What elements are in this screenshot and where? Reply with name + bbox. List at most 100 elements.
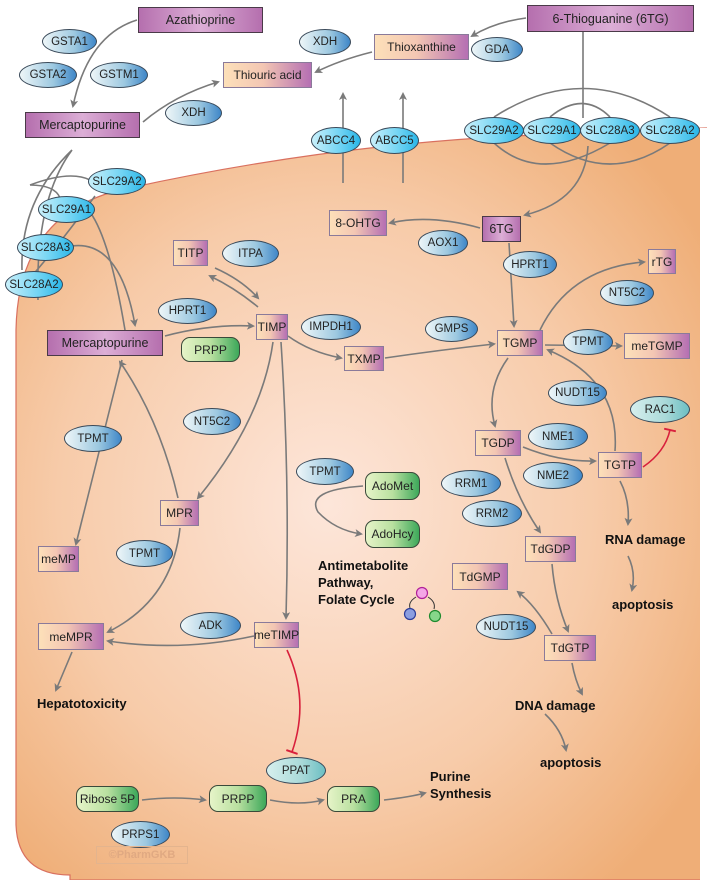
edge-6tg-8ohtg bbox=[388, 217, 481, 229]
transporter-slc28a2-left[interactable]: SLC28A2 bbox=[5, 271, 63, 298]
enzyme-ppat[interactable]: PPAT bbox=[266, 757, 326, 784]
drug-mercaptopurine-intracellular[interactable]: Mercaptopurine bbox=[47, 330, 163, 356]
metabolite-tdgdp[interactable]: TdGDP bbox=[525, 536, 576, 562]
enzyme-rrm1[interactable]: RRM1 bbox=[441, 470, 501, 497]
enzyme-nudt15-lower[interactable]: NUDT15 bbox=[476, 614, 536, 640]
enzyme-gda[interactable]: GDA bbox=[471, 37, 523, 62]
enzyme-gstm1[interactable]: GSTM1 bbox=[90, 62, 148, 88]
enzyme-impdh1[interactable]: IMPDH1 bbox=[301, 314, 361, 340]
metabolite-tgmp[interactable]: TGMP bbox=[497, 330, 543, 356]
metabolite-timp[interactable]: TIMP bbox=[256, 314, 288, 340]
edge-mp-timp bbox=[164, 321, 255, 337]
enzyme-nt5c2-left[interactable]: NT5C2 bbox=[183, 408, 241, 435]
label-apoptosis-dna: apoptosis bbox=[540, 755, 602, 770]
enzyme-rrm2[interactable]: RRM2 bbox=[462, 500, 522, 527]
pharmgkb-watermark: ©PharmGKB bbox=[96, 846, 188, 864]
inhibition-tgtp-rac1 bbox=[642, 427, 677, 468]
molecule-ribose-5p[interactable]: Ribose 5P bbox=[76, 786, 139, 812]
metabolite-thiouric-acid[interactable]: Thiouric acid bbox=[223, 62, 312, 88]
edge-transport-mp bbox=[71, 244, 138, 327]
edge-ribose-prpp bbox=[141, 795, 207, 804]
edge-tgmp-tgdp bbox=[489, 357, 509, 428]
metabolite-tdgmp[interactable]: TdGMP bbox=[452, 563, 508, 590]
edge-timp-txmp bbox=[287, 335, 343, 361]
drug-mercaptopurine-extracellular[interactable]: Mercaptopurine bbox=[25, 112, 140, 138]
enzyme-gmps[interactable]: GMPS bbox=[425, 316, 478, 342]
edge-adomet-adohcy bbox=[314, 485, 364, 538]
enzyme-nme1[interactable]: NME1 bbox=[528, 423, 588, 450]
metabolite-mempr[interactable]: meMPR bbox=[38, 623, 104, 650]
transporter-slc29a1-left[interactable]: SLC29A1 bbox=[38, 196, 95, 223]
folate-cycle-icon bbox=[403, 586, 442, 623]
edge-mpr-mp bbox=[118, 360, 179, 499]
metabolite-8-ohtg[interactable]: 8-OHTG bbox=[329, 210, 387, 236]
enzyme-tpmt-left[interactable]: TPMT bbox=[64, 425, 122, 452]
enzyme-xdh-top[interactable]: XDH bbox=[299, 29, 351, 55]
enzyme-itpa[interactable]: ITPA bbox=[222, 240, 279, 267]
edge-mempr-hepatotoxicity bbox=[54, 651, 73, 692]
label-line-3: Folate Cycle bbox=[318, 592, 395, 607]
edge-tgdp-tgtp bbox=[522, 446, 597, 466]
transporter-slc28a3-top[interactable]: SLC28A3 bbox=[580, 117, 640, 144]
enzyme-tpmt-lower[interactable]: TPMT bbox=[116, 540, 173, 567]
metabolite-mpr[interactable]: MPR bbox=[160, 500, 199, 526]
enzyme-nme2[interactable]: NME2 bbox=[523, 462, 583, 489]
inhibition-metimp-ppat bbox=[286, 649, 301, 755]
transporter-slc29a2-left[interactable]: SLC29A2 bbox=[88, 168, 146, 195]
transporter-abcc5[interactable]: ABCC5 bbox=[370, 127, 419, 154]
enzyme-nt5c2-right[interactable]: NT5C2 bbox=[600, 280, 654, 306]
drug-azathioprine[interactable]: Azathioprine bbox=[138, 7, 263, 33]
label-line-2: Pathway, bbox=[318, 575, 374, 590]
metabolite-metgmp[interactable]: meTGMP bbox=[624, 333, 690, 359]
enzyme-prps1[interactable]: PRPS1 bbox=[111, 821, 170, 848]
enzyme-tpmt-right[interactable]: TPMT bbox=[563, 329, 613, 355]
transporter-slc28a2-top[interactable]: SLC28A2 bbox=[640, 117, 700, 144]
metabolite-memp[interactable]: meMP bbox=[38, 546, 79, 572]
label-rna-damage: RNA damage bbox=[605, 532, 686, 547]
protein-rac1[interactable]: RAC1 bbox=[630, 396, 690, 423]
enzyme-hprt1-left[interactable]: HPRT1 bbox=[158, 298, 217, 324]
molecule-prpp-lower[interactable]: PRPP bbox=[209, 785, 267, 812]
edge-tdgdp-tdgtp bbox=[551, 563, 570, 633]
edge-prpp-pra bbox=[269, 797, 325, 806]
transporter-slc29a2-top[interactable]: SLC29A2 bbox=[464, 117, 524, 144]
label-hepatotoxicity: Hepatotoxicity bbox=[37, 696, 127, 711]
enzyme-adk[interactable]: ADK bbox=[180, 612, 241, 639]
enzyme-gsta2[interactable]: GSTA2 bbox=[19, 62, 77, 88]
metabolite-rtg[interactable]: rTG bbox=[648, 249, 676, 274]
metabolite-metimp[interactable]: meTIMP bbox=[254, 622, 299, 648]
molecule-pra[interactable]: PRA bbox=[327, 786, 380, 812]
molecule-adohcy[interactable]: AdoHcy bbox=[365, 520, 420, 548]
label-line-1: Antimetabolite bbox=[318, 558, 409, 573]
molecule-adomet[interactable]: AdoMet bbox=[365, 472, 420, 500]
metabolite-tgdp[interactable]: TGDP bbox=[475, 430, 521, 456]
enzyme-xdh[interactable]: XDH bbox=[165, 100, 222, 126]
edge-aza-mp bbox=[70, 19, 138, 108]
metabolite-tdgtp[interactable]: TdGTP bbox=[544, 635, 596, 661]
transporter-abcc4[interactable]: ABCC4 bbox=[311, 127, 361, 154]
cell-membrane bbox=[15, 127, 707, 880]
transporter-slc28a3-left[interactable]: SLC28A3 bbox=[17, 234, 74, 261]
edge-mp-thiouric bbox=[142, 79, 220, 123]
metabolite-thioxanthine[interactable]: Thioxanthine bbox=[374, 34, 469, 60]
enzyme-aox1[interactable]: AOX1 bbox=[418, 230, 468, 256]
edge-dna-apoptosis bbox=[544, 713, 569, 752]
edge-tgdp-tdgdp bbox=[504, 457, 542, 534]
edge-timp-mpr bbox=[196, 341, 274, 500]
metabolite-tgtp[interactable]: TGTP bbox=[598, 452, 642, 478]
metabolite-txmp[interactable]: TXMP bbox=[344, 346, 384, 371]
enzyme-nudt15[interactable]: NUDT15 bbox=[548, 380, 607, 406]
enzyme-tpmt-middle[interactable]: TPMT bbox=[296, 458, 354, 485]
enzyme-hprt1-right[interactable]: HPRT1 bbox=[503, 251, 557, 278]
metabolite-titp[interactable]: TITP bbox=[173, 240, 208, 266]
transporter-slc29a1-top[interactable]: SLC29A1 bbox=[523, 117, 581, 144]
edge-rna-apoptosis bbox=[627, 555, 638, 592]
edge-tdgtp-tdgmp bbox=[516, 590, 553, 635]
molecule-prpp-upper[interactable]: PRPP bbox=[181, 337, 240, 362]
drug-6-thioguanine[interactable]: 6-Thioguanine (6TG) bbox=[527, 5, 694, 32]
edge-mpr-mempr bbox=[106, 527, 181, 633]
drug-6tg-intracellular[interactable]: 6TG bbox=[482, 216, 521, 242]
enzyme-gsta1[interactable]: GSTA1 bbox=[42, 29, 97, 54]
edge-thioxanthine-thiouric bbox=[314, 51, 373, 73]
